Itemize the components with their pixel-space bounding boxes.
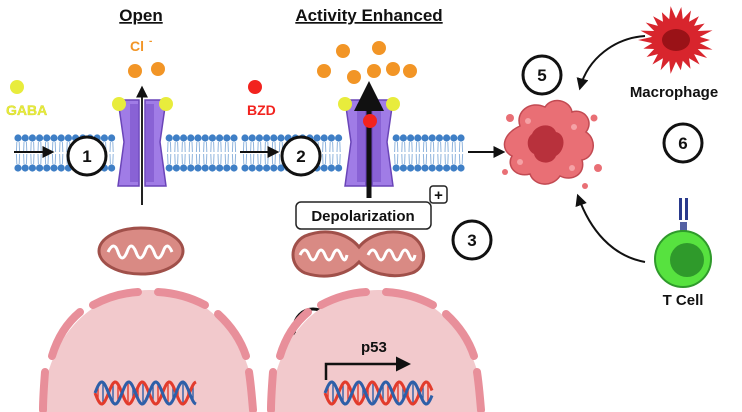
step-6-badge: 6 xyxy=(662,122,704,164)
macrophage-icon xyxy=(638,6,713,74)
heading-activity-enhanced: Activity Enhanced xyxy=(295,6,442,25)
step-1-badge: 1 xyxy=(66,135,108,177)
heading-open: Open xyxy=(119,6,162,25)
chloride-label: Cl xyxy=(130,38,144,54)
p53-label: p53 xyxy=(361,339,387,356)
dna-icon xyxy=(323,380,434,406)
step-6-label: 6 xyxy=(678,134,687,153)
chloride-charge: - xyxy=(149,36,152,47)
transcription-arrow xyxy=(324,356,411,380)
bzd-bound-icon xyxy=(363,114,377,128)
step-3-badge: 3 xyxy=(451,219,493,261)
tumor-cell-icon xyxy=(502,99,602,189)
nucleus-icon xyxy=(267,288,485,412)
mitochondrion-dividing-icon xyxy=(291,230,426,278)
gaba-molecule-icon xyxy=(10,80,400,111)
depolarization-label: Depolarization xyxy=(311,208,414,225)
depolarization-box: Depolarization + xyxy=(295,185,448,230)
step-1-label: 1 xyxy=(82,147,91,166)
bzd-molecule-icon xyxy=(248,80,262,94)
step-5-badge: 5 xyxy=(521,54,563,96)
macrophage-label: Macrophage xyxy=(630,84,718,101)
t-cell-label: T Cell xyxy=(663,292,704,309)
membrane-left xyxy=(14,134,238,172)
step-2-badge: 2 xyxy=(280,135,322,177)
step-2-label: 2 xyxy=(296,147,305,166)
gaba-label: GABA xyxy=(6,102,47,118)
nucleus-icon xyxy=(39,288,257,412)
step-3-label: 3 xyxy=(467,231,476,250)
t-cell-attack-arrow xyxy=(575,193,646,263)
chloride-ion-icon xyxy=(128,41,417,84)
depolarization-sign: + xyxy=(434,187,443,204)
bzd-label: BZD xyxy=(247,102,276,118)
macrophage-attack-arrow xyxy=(576,35,646,91)
channel-icon xyxy=(117,99,167,187)
step-5-label: 5 xyxy=(537,66,546,85)
mitochondrion-icon xyxy=(97,226,185,276)
channel-enhanced-icon xyxy=(344,99,394,187)
dna-icon xyxy=(93,380,197,406)
t-cell-icon xyxy=(654,198,712,288)
